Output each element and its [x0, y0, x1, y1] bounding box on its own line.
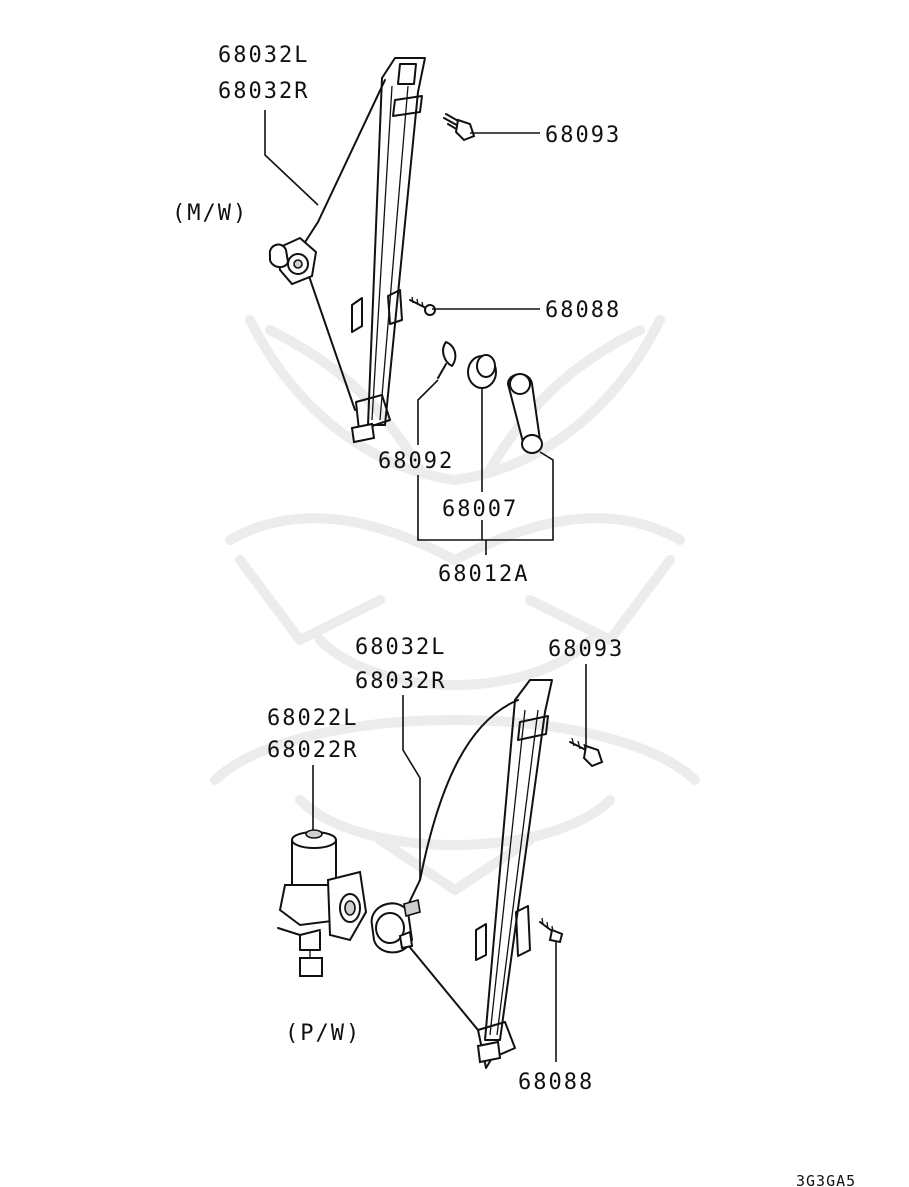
bolt-68093-lower-icon — [569, 737, 604, 768]
manual-window-regulator — [268, 57, 426, 444]
label-mw-screw: 68088 — [545, 298, 621, 323]
watermark-helmet-icon — [210, 315, 700, 895]
clip-68092-icon — [437, 341, 457, 379]
label-motor-l: 68022L — [267, 706, 358, 731]
label-motor-r: 68022R — [267, 738, 358, 763]
label-mw-regulator-r: 68032R — [218, 79, 309, 104]
bolt-68093-upper-icon — [443, 113, 476, 142]
label-pw-regulator-r: 68032R — [355, 669, 446, 694]
screw-68088-upper-icon — [409, 296, 436, 316]
power-window-regulator — [370, 679, 553, 1069]
label-escutcheon: 68007 — [442, 497, 518, 522]
window-crank-handle-icon — [506, 373, 543, 454]
label-mw-regulator-l: 68032L — [218, 43, 309, 68]
label-manual-window: (M/W) — [172, 201, 248, 226]
label-pw-screw: 68088 — [518, 1070, 594, 1095]
leader-lines-manual — [264, 110, 554, 555]
screw-68088-lower-icon — [539, 917, 564, 944]
reference-code: 3G3GA5 — [796, 1172, 856, 1187]
escutcheon-68007-icon — [467, 354, 497, 389]
label-handle-assy: 68012A — [438, 562, 529, 587]
label-mw-bolt: 68093 — [545, 123, 621, 148]
power-window-motor-icon — [277, 829, 368, 977]
label-power-window: (P/W) — [285, 1021, 361, 1046]
label-clip: 68092 — [378, 449, 454, 474]
leader-lines-power — [312, 664, 587, 1062]
label-pw-bolt: 68093 — [548, 637, 624, 662]
label-pw-regulator-l: 68032L — [355, 635, 446, 660]
